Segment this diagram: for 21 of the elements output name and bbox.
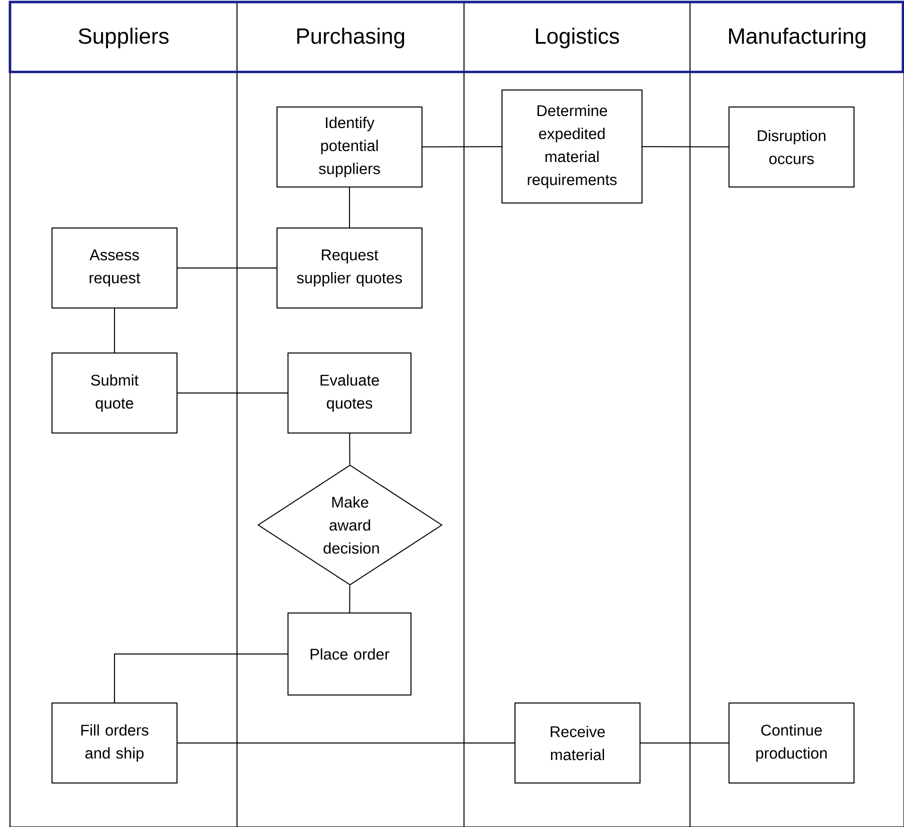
process-box: Fill orders and ship xyxy=(52,702,178,784)
process-box: Continue production xyxy=(728,702,854,784)
process-box: Submit quote xyxy=(52,352,178,434)
process-box: Place order xyxy=(288,612,412,696)
connector-line xyxy=(177,392,288,394)
connector-line xyxy=(349,187,350,228)
process-box: Request supplier quotes xyxy=(276,228,422,308)
connector-line xyxy=(114,308,115,353)
process-box: Assess request xyxy=(52,228,178,308)
process-box: Identify potential suppliers xyxy=(276,106,422,188)
connector-line xyxy=(114,654,288,703)
process-box: Evaluate quotes xyxy=(288,352,412,434)
connector-line xyxy=(177,742,515,744)
process-box: Determine expedited material requirements xyxy=(502,90,642,204)
process-box: Receive material xyxy=(514,702,640,784)
connector-line xyxy=(640,742,729,744)
connector-line xyxy=(349,433,350,466)
connector-line xyxy=(422,146,502,148)
connector-line xyxy=(349,584,350,613)
process-box: Disruption occurs xyxy=(728,106,854,188)
connector-line xyxy=(642,146,729,148)
